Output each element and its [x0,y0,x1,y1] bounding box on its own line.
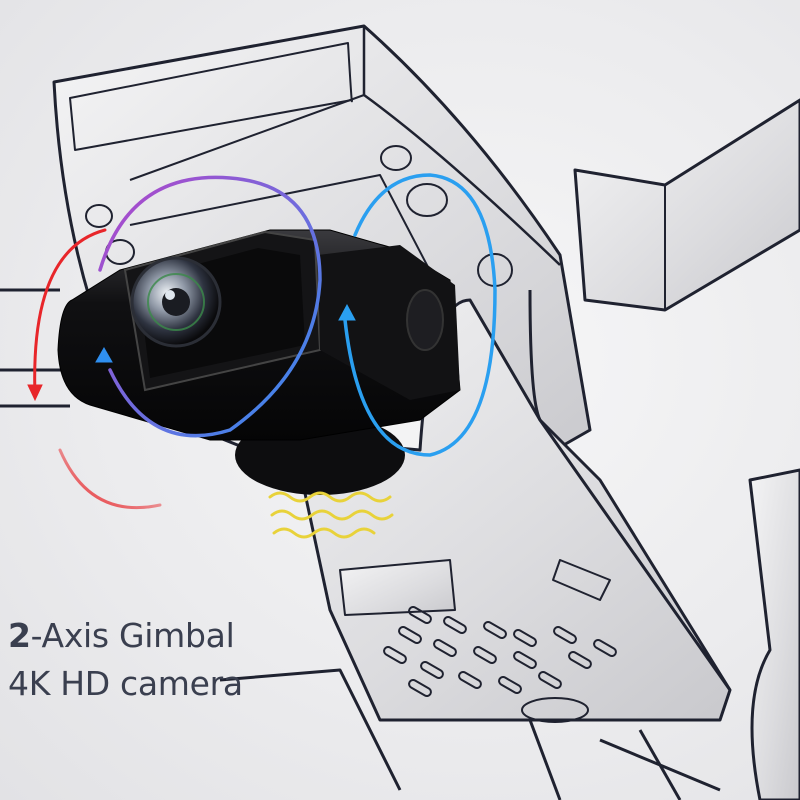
caption-axis-count: 2 [8,616,31,655]
product-caption: 2-Axis Gimbal 4K HD camera [8,612,243,708]
tilt-arrow-red-lower [58,448,162,510]
caption-line-camera: 4K HD camera [8,664,243,703]
caption-line-gimbal: 2-Axis Gimbal [8,612,243,660]
rotation-arrows [27,173,497,510]
caption-gimbal-text: -Axis Gimbal [30,616,235,655]
drone-lower-body [198,289,800,800]
tilt-arrow-red [33,228,107,397]
roll-arc-purple-blue [98,175,322,438]
vibration-waves-icon [268,491,394,539]
vent-slots [383,606,617,723]
pan-arc-blue [343,173,497,457]
drone-right-arm [573,98,800,312]
